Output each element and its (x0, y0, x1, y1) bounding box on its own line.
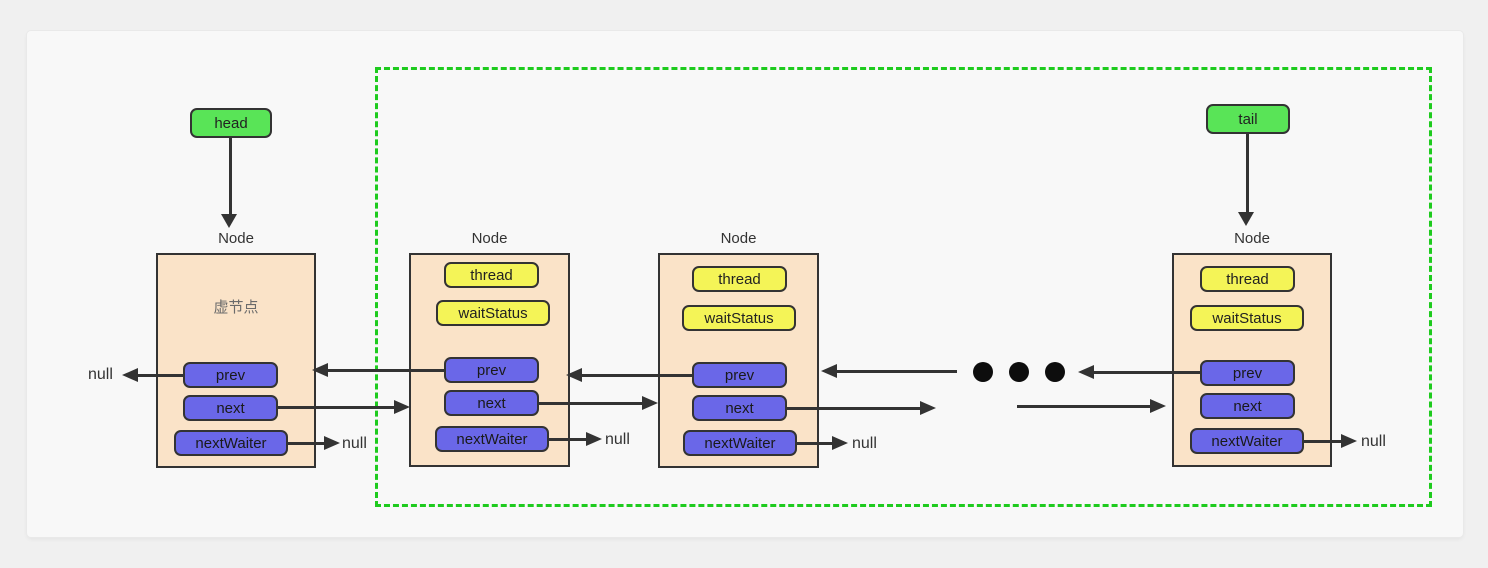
nextWaiter-arrowhead-node2-icon (832, 436, 848, 450)
node-1-field-thread: thread (444, 262, 539, 288)
node-1-field-prev: prev (444, 357, 539, 383)
node-2-field-prev: prev (692, 362, 787, 388)
node-1-field-next: next (444, 390, 539, 416)
arrow-tail-nextWaiter-to-null (1304, 440, 1341, 443)
node-dummy-field-next: next (183, 395, 278, 421)
null-label: null (342, 435, 367, 452)
node-dummy-field-nextWaiter: nextWaiter (174, 430, 288, 456)
tail-pointer: tail (1206, 104, 1290, 134)
node-tail-field-nextWaiter: nextWaiter (1190, 428, 1304, 454)
node-dummy-field-prev: prev (183, 362, 278, 388)
next-arrowhead-ellipsis-icon (920, 401, 936, 415)
node-2-field-waitStatus: waitStatus (682, 305, 796, 331)
prev-arrowhead-node3-icon (821, 364, 837, 378)
head-pointer-label: head (214, 114, 248, 132)
arrow-node2-nextWaiter-to-null (797, 442, 832, 445)
next-arrowhead-node1-icon (394, 400, 410, 414)
node-tail-field-prev: prev (1200, 360, 1295, 386)
node-dummy: Node 虚节点 prev next nextWaiter (156, 230, 316, 468)
node-tail: Node thread waitStatus prev next nextWai… (1172, 230, 1332, 468)
node-2: Node thread waitStatus prev next nextWai… (658, 230, 819, 468)
node-2-title: Node (720, 230, 757, 247)
ellipsis-dot (1009, 362, 1029, 382)
arrow-ellipsis-next-to-tail (1017, 405, 1150, 408)
arrow-node2-prev-to-node1 (580, 374, 692, 377)
node-2-field-next: next (692, 395, 787, 421)
null-label: null (88, 366, 113, 383)
arrow-dummy-nextWaiter-to-null (288, 442, 324, 445)
next-arrowhead-node2-icon (642, 396, 658, 410)
node-tail-title: Node (1234, 230, 1270, 247)
null-label: null (852, 435, 877, 452)
head-pointer: head (190, 108, 272, 138)
arrow-node1-prev-to-dummy (326, 369, 444, 372)
arrow-node1-nextWaiter-to-null (549, 438, 586, 441)
arrow-dummy-next-to-node1 (278, 406, 394, 409)
node-2-field-thread: thread (692, 266, 787, 292)
arrow-dummy-prev-to-null (136, 374, 184, 377)
nextWaiter-arrowhead-dummy-icon (324, 436, 340, 450)
head-arrow-line (229, 138, 232, 214)
queue-boundary-dashed-box (375, 67, 1432, 507)
node-dummy-body-label: 虚节点 (213, 299, 259, 316)
arrow-ellipsis-prev-to-node2 (835, 370, 957, 373)
arrow-tail-prev-to-ellipsis (1092, 371, 1200, 374)
null-label: null (605, 431, 630, 448)
node-1-title: Node (471, 230, 508, 247)
node-dummy-title: Node (218, 230, 254, 247)
tail-arrow-line (1246, 134, 1249, 212)
ellipsis-dot (973, 362, 993, 382)
nextWaiter-arrowhead-node1-icon (586, 432, 602, 446)
node-2-field-nextWaiter: nextWaiter (683, 430, 797, 456)
tail-pointer-label: tail (1238, 110, 1258, 128)
tail-arrow-down-icon (1238, 212, 1254, 226)
node-tail-field-thread: thread (1200, 266, 1295, 292)
next-arrowhead-tail-icon (1150, 399, 1166, 413)
arrow-node2-next-to-ellipsis (787, 407, 920, 410)
node-1: Node thread waitStatus prev next nextWai… (409, 230, 570, 468)
prev-arrowhead-ellipsis-icon (1078, 365, 1094, 379)
node-1-field-nextWaiter: nextWaiter (435, 426, 549, 452)
node-tail-field-waitStatus: waitStatus (1190, 305, 1304, 331)
null-label: null (1361, 433, 1386, 450)
prev-arrowhead-node2-icon (566, 368, 582, 382)
head-arrow-down-icon (221, 214, 237, 228)
node-1-field-waitStatus: waitStatus (436, 300, 550, 326)
prev-arrowhead-node1-icon (312, 363, 328, 377)
arrow-node1-next-to-node2 (539, 402, 642, 405)
ellipsis-dot (1045, 362, 1065, 382)
node-tail-field-next: next (1200, 393, 1295, 419)
nextWaiter-arrowhead-tail-icon (1341, 434, 1357, 448)
prev-null-arrowhead-icon (122, 368, 138, 382)
